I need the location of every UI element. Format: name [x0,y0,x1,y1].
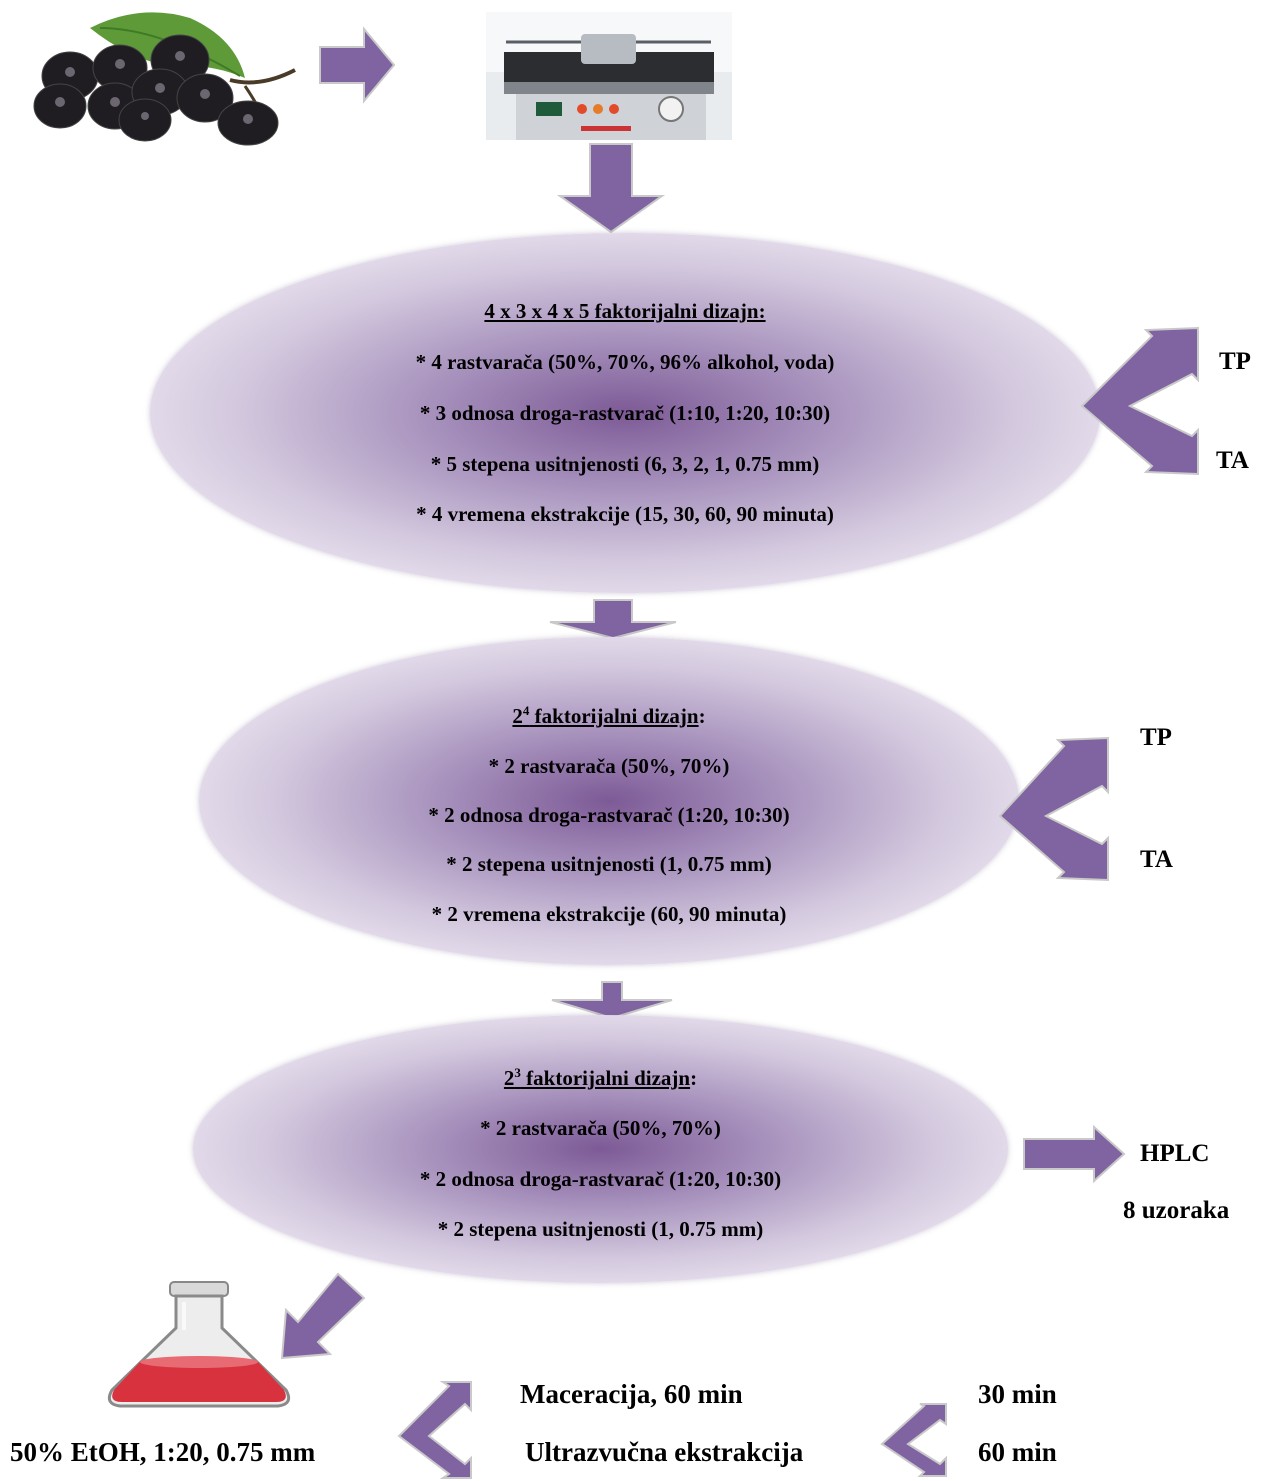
step1-output-ta: TA [1216,447,1249,474]
step2-item-2: * 2 odnosa droga-rastvarač (1:20, 10:30) [428,803,790,827]
method-ultrasound-label: Ultrazvučna ekstrakcija [525,1437,804,1467]
flask-icon [107,1281,291,1408]
step3-item-1: * 2 rastvarača (50%, 70%) [480,1116,721,1140]
time-60-label: 60 min [978,1437,1057,1467]
step1-title: 4 x 3 x 4 x 5 faktorijalni dizajn: [484,299,766,323]
step1-item-1: * 4 rastvarača (50%, 70%, 96% alkohol, v… [415,350,835,374]
step3-ellipse: 23 faktorijalni dizajn: * 2 rastvarača (… [193,1015,1008,1283]
step1-item-3: * 5 stepena usitnjenosti (6, 3, 2, 1, 0.… [430,452,820,476]
step2-item-3: * 2 stepena usitnjenosti (1, 0.75 mm) [446,852,772,876]
right-arrow-icon [1023,1124,1126,1184]
hplc-label: HPLC [1140,1140,1210,1167]
step3-item-3: * 2 stepena usitnjenosti (1, 0.75 mm) [437,1217,764,1241]
merge-arrow-icon [397,1381,472,1479]
down-arrow-icon [556,143,666,234]
step2-output-tp: TP [1140,724,1172,751]
merge-arrow-icon [880,1403,947,1477]
step1-output-tp: TP [1219,348,1251,375]
time-30-label: 30 min [978,1379,1057,1409]
aronia-berries-image [33,12,296,146]
right-arrow-icon [319,26,396,104]
split-arrow-icon [998,736,1109,882]
shaker-device-image [486,12,732,140]
step2-item-4: * 2 vremena ekstrakcije (60, 90 minuta) [431,902,787,926]
step1-ellipse: 4 x 3 x 4 x 5 faktorijalni dizajn: * 4 r… [150,233,1100,593]
step2-item-1: * 2 rastvarača (50%, 70%) [488,754,730,778]
step2-output-ta: TA [1140,846,1173,873]
down-arrow-icon [551,981,673,1020]
step3-title: 23 faktorijalni dizajn: [503,1065,698,1090]
final-condition-label: 50% EtOH, 1:20, 0.75 mm [10,1437,316,1467]
step3-item-2: * 2 odnosa droga-rastvarač (1:20, 10:30) [419,1167,782,1191]
split-arrow-icon [1080,326,1199,476]
diagonal-arrow-icon [280,1272,366,1360]
step1-item-4: * 4 vremena ekstrakcije (15, 30, 60, 90 … [416,502,834,526]
step2-ellipse: 24 faktorijalni dizajn: * 2 rastvarača (… [199,637,1019,965]
step1-item-2: * 3 odnosa droga-rastvarač (1:10, 1:20, … [419,401,831,425]
step2-title: 24 faktorijalni dizajn: [512,703,706,728]
down-arrow-icon [549,599,677,640]
method-maceration-label: Maceracija, 60 min [520,1379,743,1409]
sample-count-label: 8 uzoraka [1123,1197,1230,1224]
